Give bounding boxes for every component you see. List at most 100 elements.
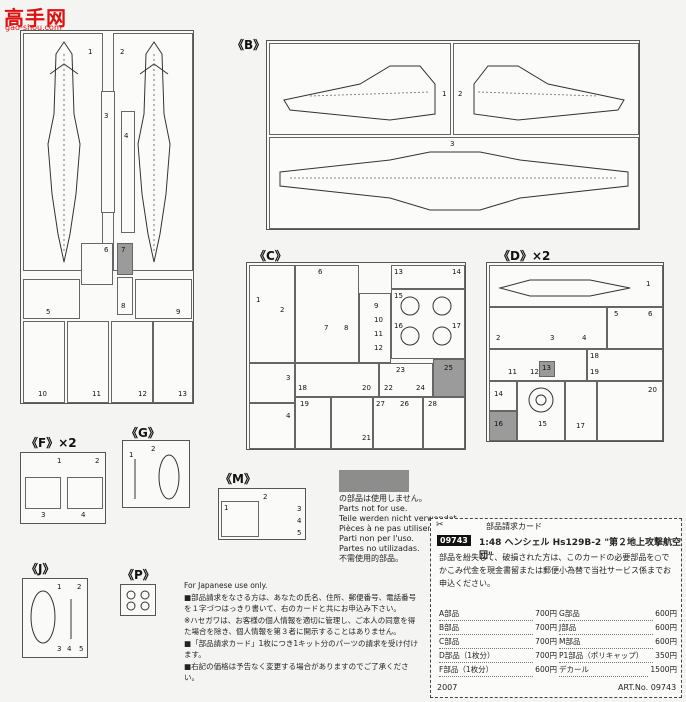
scissors-icon: ✂	[436, 520, 444, 530]
sprue-c-part-18-20: 18 20	[295, 363, 379, 397]
sprue-j-label: 《J》	[26, 562, 55, 576]
flap-drawing	[498, 279, 631, 297]
sprue-d-part-15: 15	[517, 381, 565, 441]
part-number: 4	[297, 517, 302, 525]
instruction-line: ※ハセガワは、お客様の個人情報を適切に管理し、ご本人の同意を得た場合を除き、個人…	[184, 615, 416, 637]
part-number: 5	[614, 310, 619, 318]
part-number: 2	[151, 445, 156, 453]
part-number: 1	[224, 504, 229, 512]
part-number: 11	[374, 330, 383, 338]
instruction-line: ■右記の価格は予告なく変更する場合がありますのでご了承ください。	[184, 661, 409, 683]
polycap-drawing	[126, 590, 150, 611]
part-number: 4	[67, 645, 72, 653]
sprue-d-part-18-19: 18 19	[587, 349, 663, 381]
part-number: 1	[442, 90, 447, 98]
part-number: 21	[362, 434, 371, 442]
sprue-d-small-parts: 2 3 4	[489, 307, 607, 349]
part-number: 4	[81, 511, 86, 519]
part-number: 20	[362, 384, 371, 392]
unused-parts-swatch	[339, 470, 409, 492]
part-number: 15	[538, 420, 547, 428]
price-row: P1部品（ポリキャップ）350円	[559, 649, 677, 663]
part-number: 3	[57, 645, 62, 653]
part-number: 2	[263, 493, 268, 501]
sprue-b-wing-lower: 3	[269, 137, 639, 229]
product-code-badge: 09743	[437, 535, 471, 546]
sprue-b-label: 《B》	[232, 38, 266, 52]
sprue-d-part-20: 20	[597, 381, 663, 441]
part-number: 2	[458, 90, 463, 98]
sprue-f-part-3	[25, 477, 61, 509]
part-number: 27	[376, 400, 385, 408]
sprue-f-label: 《F》×2	[26, 436, 77, 450]
unused-parts-legend: の部品は使用しません。 Parts not for use. Teile wer…	[339, 494, 459, 564]
part-number: 17	[452, 322, 461, 330]
part-number: 19	[590, 368, 599, 376]
sprue-a-part-13: 13	[153, 321, 193, 403]
sprue-c-part-25-unused: 25	[433, 359, 465, 397]
canopy-j-drawing	[30, 590, 72, 644]
part-number: 1	[57, 457, 62, 465]
legend-line: Partes no utilizadas.	[339, 544, 420, 553]
sprue-c-part-28: 28	[423, 397, 465, 449]
logo-main-text: 高手网	[4, 6, 67, 30]
legend-line: Pièces à ne pas utiliser.	[339, 524, 433, 533]
part-number: 12	[138, 390, 147, 398]
wing-lower-drawing	[279, 151, 629, 211]
sprue-d-part-1: 1	[489, 265, 663, 307]
part-number: 2	[120, 48, 125, 56]
part-number: 18	[590, 352, 599, 360]
instruction-line: ■「部品請求カード」1枚につき1キット分のパーツの請求を受け付けます。	[184, 638, 418, 660]
sprue-p-label: 《P》	[122, 568, 155, 582]
part-number: 25	[444, 364, 453, 372]
sprue-d-row-10-13: 11 12	[489, 349, 587, 381]
sprue-d: 1 2 3 4 5 6 11 12 13 18 19 14 16	[486, 262, 664, 442]
sprue-a-part-8: 8	[117, 277, 133, 315]
card-header: 部品請求カード	[486, 522, 542, 531]
site-logo: 高手网 gao-shou.com	[4, 2, 74, 32]
sprue-b: 1 2 3	[266, 40, 640, 230]
sprue-a-fuselage-left: 1	[23, 33, 103, 271]
wing-right-drawing	[473, 65, 625, 121]
part-number: 6	[648, 310, 653, 318]
logo-sub-text: gao-shou.com	[5, 23, 62, 32]
parts-order-card: 部品請求カード 09743 1:48 ヘンシェル Hs129B-2 "第２地上攻…	[430, 518, 682, 698]
sprue-a-part-10: 10	[23, 321, 65, 403]
sprue-c-part-26-27: 26 27	[373, 397, 423, 449]
sprue-a-part-7-unused: 7	[117, 243, 133, 275]
part-number: 8	[121, 302, 126, 310]
wing-left-drawing	[283, 65, 436, 121]
price-row: D部品（1枚分）700円	[439, 649, 557, 663]
fuselage-left-drawing	[47, 41, 81, 263]
part-number: 1	[57, 583, 62, 591]
print-year: 2007	[437, 683, 458, 692]
part-number: 13	[542, 364, 551, 372]
sprue-a: 1 2 3 4 5 6 7 8 9	[20, 30, 194, 404]
part-number: 20	[648, 386, 657, 394]
part-number: 13	[178, 390, 187, 398]
part-number: 24	[416, 384, 425, 392]
part-number: 14	[494, 390, 503, 398]
part-number: 12	[374, 344, 383, 352]
sprue-d-part-4-5: 5 6	[607, 307, 663, 349]
part-number: 26	[400, 400, 409, 408]
part-number: 6	[104, 246, 109, 254]
sprue-a-part-5: 5	[23, 279, 80, 319]
part-number: 1	[129, 451, 134, 459]
sprue-g: 1 2	[122, 440, 190, 508]
part-number: 2	[280, 306, 285, 314]
part-number: 22	[384, 384, 393, 392]
part-number: 10	[374, 316, 383, 324]
sprue-a-part-9: 9	[135, 279, 192, 319]
part-number: 12	[530, 368, 539, 376]
part-number: 4	[582, 334, 587, 342]
sprue-c-label: 《C》	[254, 249, 287, 263]
sprue-a-part-4: 4	[121, 111, 135, 233]
